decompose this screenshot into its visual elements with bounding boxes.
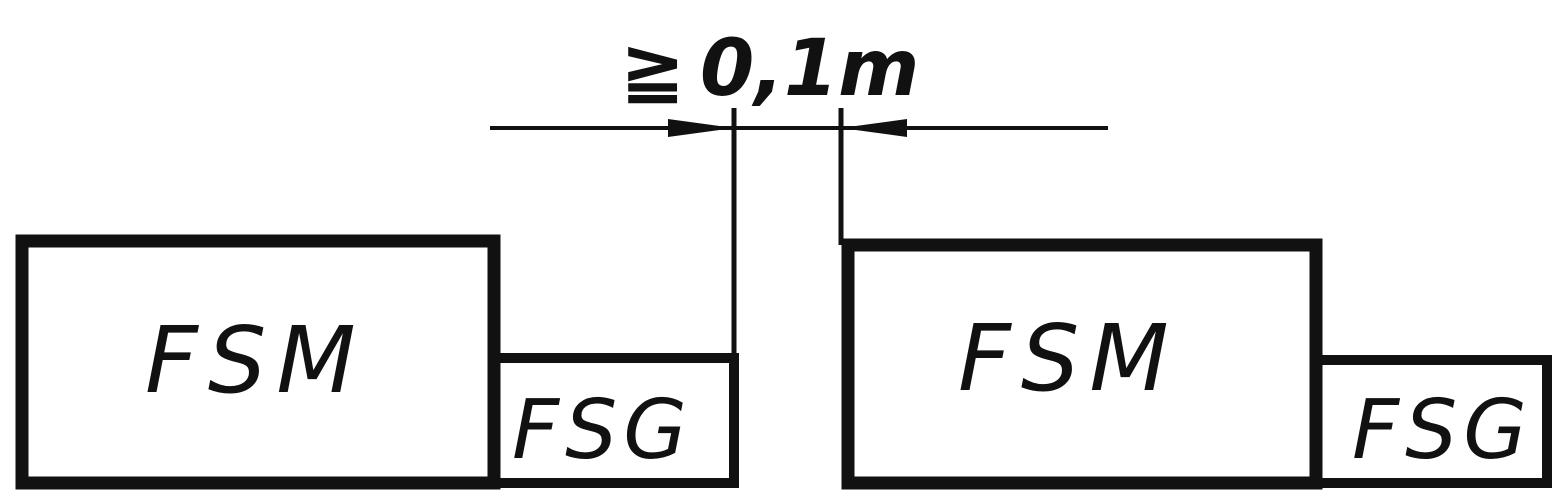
- dimension-annotation: ≧ 0,1m: [490, 24, 1108, 358]
- dimension-symbol: ≧: [620, 24, 685, 114]
- dimension-arrow-left: [668, 119, 734, 137]
- dimension-arrow-right: [841, 119, 907, 137]
- fsm-label-left: FSM: [145, 307, 366, 414]
- unit-right: FSM FSG: [841, 238, 1552, 490]
- fsm-label-right: FSM: [958, 305, 1179, 412]
- fsg-box-right: [1311, 355, 1552, 488]
- fsg-label-right: FSG: [1352, 383, 1533, 478]
- fsg-box-left: [489, 353, 739, 488]
- dimension-value: 0,1m: [700, 24, 919, 114]
- unit-left: FSM FSG: [15, 234, 739, 490]
- fsg-label-left: FSG: [512, 383, 693, 478]
